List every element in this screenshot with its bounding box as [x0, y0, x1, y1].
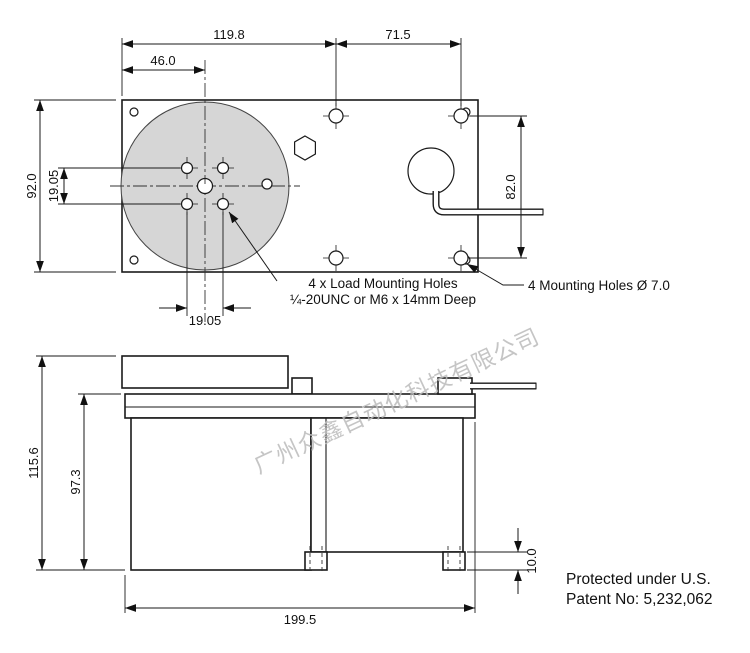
dim-label-19-05-vertical: 19.05 — [46, 170, 61, 203]
cable-side-view — [470, 382, 537, 390]
center-pivot-hole — [196, 177, 214, 195]
load-mounting-hole — [212, 193, 234, 215]
leader-line-load-holes — [228, 211, 278, 282]
corner-hole — [129, 255, 139, 265]
dim-label-46-0: 46.0 — [150, 53, 175, 68]
dim-label-19-05-horizontal: 19.05 — [189, 313, 222, 328]
cable-top-view — [432, 191, 544, 216]
dowel-hole — [261, 178, 273, 190]
mounting-hole — [448, 103, 474, 129]
load-mounting-hole — [212, 157, 234, 179]
dim-label-115-6: 115.6 — [26, 447, 41, 479]
rotary-table-side — [121, 355, 289, 389]
mounting-foot — [304, 546, 328, 574]
flange-plate — [124, 393, 476, 419]
mounting-hole — [448, 245, 474, 271]
dim-label-199-5: 199.5 — [284, 612, 317, 627]
patent-line2: Patent No: 5,232,062 — [566, 591, 713, 608]
dim-label-92-0: 92.0 — [24, 173, 39, 198]
mounting-foot — [442, 546, 466, 574]
step-block — [291, 377, 313, 395]
dim-label-82-0: 82.0 — [503, 174, 518, 199]
dim-label-119-8: 119.8 — [213, 27, 245, 42]
hex-bolt — [294, 135, 316, 161]
dim-label-97-3: 97.3 — [68, 469, 83, 494]
note-load-holes-line2: ¼-20UNC or M6 x 14mm Deep — [290, 292, 476, 307]
note-load-holes-line1: 4 x Load Mounting Holes — [308, 276, 458, 291]
dim-label-10-0: 10.0 — [524, 548, 539, 573]
top-view: 119.8 71.5 46.0 92.0 19.05 82.0 19.05 4 … — [24, 27, 670, 328]
note-mount-holes: 4 Mounting Holes Ø 7.0 — [528, 278, 670, 293]
patent-line1: Protected under U.S. — [566, 571, 711, 588]
motor-body — [310, 417, 464, 553]
mounting-hole — [323, 103, 349, 129]
corner-hole — [129, 107, 139, 117]
load-mounting-hole — [176, 157, 198, 179]
side-view: 115.6 97.3 199.5 10.0 — [26, 355, 539, 627]
housing-body — [130, 417, 312, 571]
dim-label-71-5: 71.5 — [385, 27, 410, 42]
motor-circle — [407, 147, 455, 195]
leader-line-mount-holes — [466, 263, 524, 286]
mounting-hole — [323, 245, 349, 271]
patent-note: Protected under U.S. Patent No: 5,232,06… — [566, 571, 713, 608]
